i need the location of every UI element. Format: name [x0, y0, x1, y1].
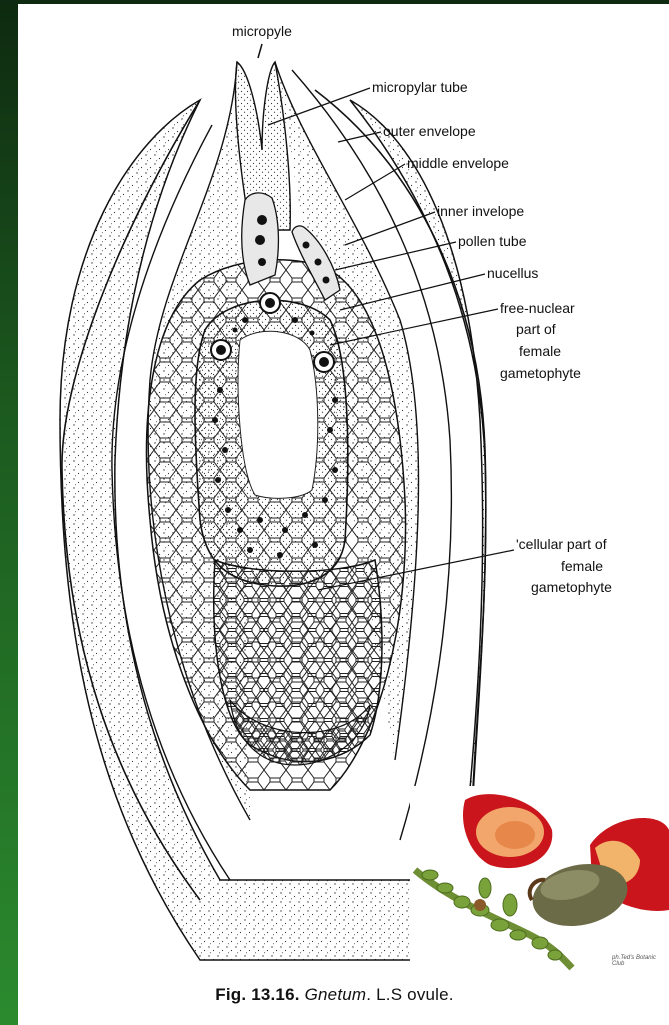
photo-credit: ph.Ted's Botanic Club	[612, 955, 669, 967]
caption-rest: . L.S ovule.	[366, 985, 453, 1004]
caption-genus: Gnetum	[305, 985, 367, 1004]
figure-caption: Fig. 13.16. Gnetum. L.S ovule.	[0, 985, 669, 1005]
caption-fig-number: Fig. 13.16.	[215, 985, 299, 1004]
